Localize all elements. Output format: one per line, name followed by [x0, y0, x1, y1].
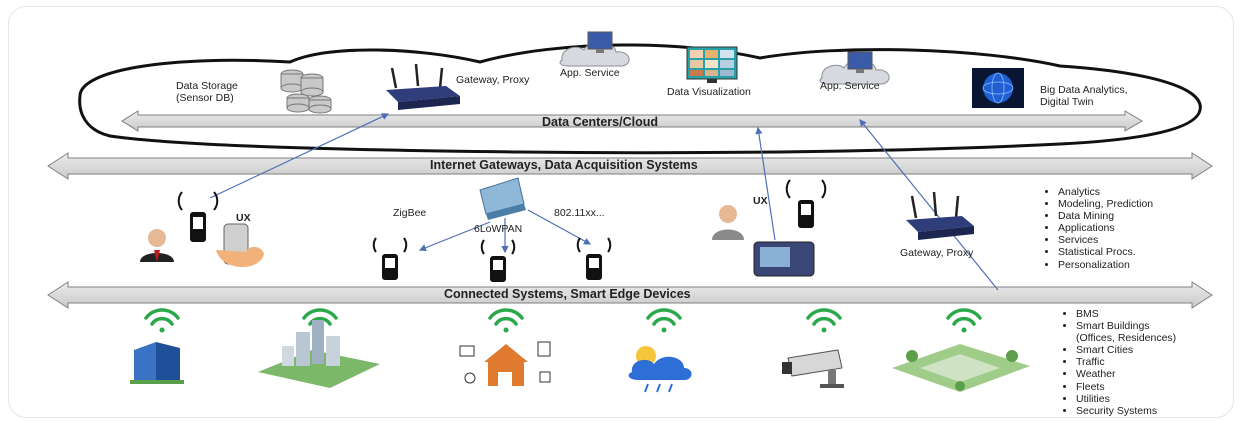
data-visualization-icon — [686, 46, 738, 83]
gateway-proxy-mid-label: Gateway, Proxy — [900, 247, 974, 259]
ux-left-label: UX — [236, 212, 251, 224]
cloud-band-label: Data Centers/Cloud — [542, 115, 658, 129]
wifi-icon-5 — [806, 308, 842, 333]
handset-icon-right — [785, 179, 827, 228]
router-icon-cloud — [386, 63, 460, 110]
security-camera-icon — [782, 349, 844, 388]
internet-band-arrow — [47, 152, 1213, 180]
wifi-icon-3 — [488, 308, 524, 333]
wifi-icons — [144, 308, 982, 333]
ux-right-label: UX — [753, 195, 768, 207]
services-list-item: Statistical Procs. — [1058, 246, 1153, 258]
handset-icon-2 — [480, 239, 516, 282]
app-service-1-label: App. Service — [560, 67, 620, 79]
wifi-icon-6 — [946, 308, 982, 333]
person-icon-left — [140, 229, 174, 262]
lowpan-label: 6LoWPAN — [474, 223, 523, 235]
person-icon-right — [712, 205, 744, 240]
smart-park-icon — [892, 344, 1030, 392]
wifi-standard-label: 802.11xx... — [554, 207, 605, 219]
handset-icon-3 — [576, 237, 612, 280]
weather-icon — [628, 346, 692, 393]
services-list-item: Personalization — [1058, 259, 1153, 271]
systems-list-item: BMS — [1076, 308, 1176, 320]
big-data-label: Big Data Analytics,Digital Twin — [1040, 84, 1128, 108]
services-list: Analytics Modeling, Prediction Data Mini… — [1046, 186, 1153, 271]
systems-list: BMS Smart Buildings (Offices, Residences… — [1064, 308, 1176, 417]
smartphone-hand-icon — [216, 223, 264, 268]
cloud-band-arrow — [121, 110, 1143, 132]
systems-list-item: Smart Cities — [1076, 344, 1176, 356]
edge-band-arrow — [47, 281, 1213, 309]
router-icon-mid — [906, 191, 974, 240]
connection-lines — [209, 113, 999, 291]
gateway-proxy-cloud-label: Gateway, Proxy — [456, 74, 530, 86]
internet-band-label: Internet Gateways, Data Acquisition Syst… — [430, 158, 698, 172]
data-visualization-label: Data Visualization — [667, 86, 751, 98]
services-list-item: Analytics — [1058, 186, 1153, 198]
systems-list-item: Fleets — [1076, 381, 1176, 393]
systems-list-item: (Offices, Residences) — [1076, 332, 1177, 345]
systems-list-item: Weather — [1076, 368, 1176, 380]
handset-icon-left — [177, 191, 219, 242]
systems-list-item: Traffic — [1076, 356, 1176, 368]
wifi-icon-4 — [646, 308, 682, 333]
data-storage-label: Data Storage(Sensor DB) — [176, 80, 238, 104]
services-list-item: Data Mining — [1058, 210, 1153, 222]
office-building-icon — [130, 342, 184, 384]
edge-band-label: Connected Systems, Smart Edge Devices — [444, 287, 691, 301]
app-service-2-label: App. Service — [820, 80, 880, 92]
wifi-hub-icon — [479, 177, 526, 220]
systems-list-item: Security Systems — [1076, 405, 1176, 417]
wifi-icon-1 — [144, 308, 180, 333]
app-service-icon-2 — [819, 51, 890, 85]
zigbee-label: ZigBee — [393, 207, 427, 219]
smart-city-icon — [258, 320, 380, 388]
systems-list-item: Smart Buildings — [1076, 320, 1176, 332]
big-data-globe-icon — [972, 68, 1024, 108]
cloud-shape — [78, 43, 1202, 155]
systems-list-item: Utilities — [1076, 393, 1176, 405]
app-service-icon-1 — [559, 31, 630, 67]
services-list-item: Services — [1058, 234, 1153, 246]
handset-icon-1 — [372, 237, 408, 280]
handheld-terminal-icon — [753, 241, 815, 277]
smart-home-icon — [459, 341, 551, 386]
database-icon — [280, 69, 332, 114]
services-list-item: Modeling, Prediction — [1058, 198, 1153, 210]
services-list-item: Applications — [1058, 222, 1153, 234]
